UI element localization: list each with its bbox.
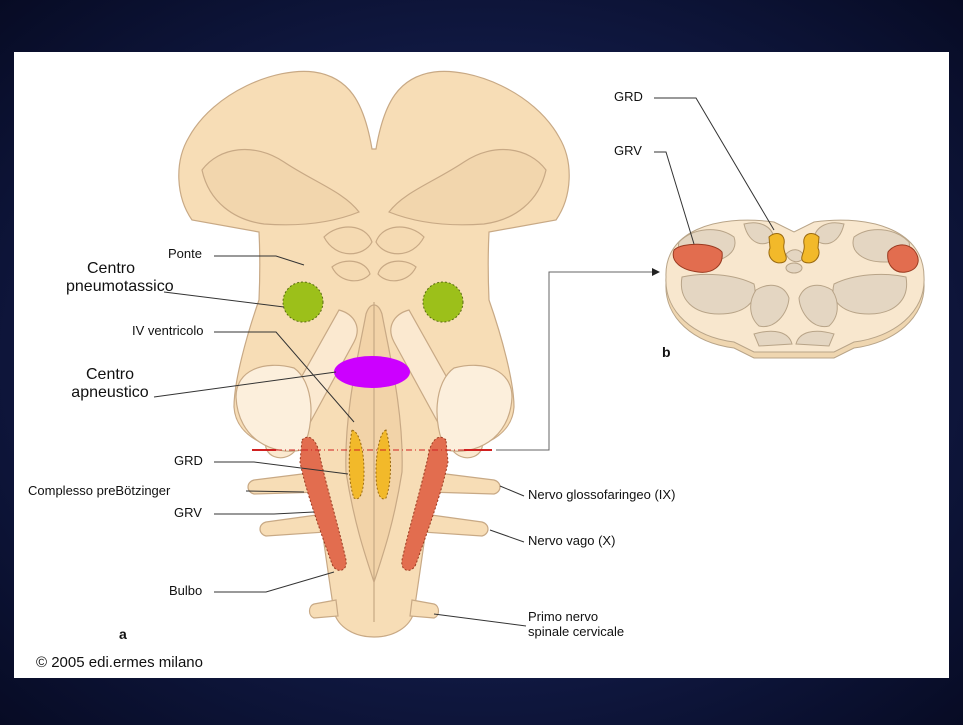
copyright-text: © 2005 edi.ermes milano xyxy=(36,654,203,671)
label-nervo-vago: Nervo vago (X) xyxy=(528,534,615,549)
inset-label-grv: GRV xyxy=(614,144,642,159)
label-centro-apneustico: Centro apneustico xyxy=(60,366,160,403)
label-centro-apneustico-line1: Centro xyxy=(60,366,160,384)
panel-label-b: b xyxy=(662,344,671,360)
label-centro-pneumotassico-line2: pneumotassico xyxy=(66,278,156,296)
cross-section xyxy=(666,220,924,358)
label-centro-pneumotassico: Centro pneumotassico xyxy=(66,260,156,297)
inset-grv-right xyxy=(888,245,918,272)
inset-grd-left xyxy=(769,233,786,262)
figure-panel: Ponte Centro pneumotassico IV ventricolo… xyxy=(14,52,949,678)
label-centro-pneumotassico-line1: Centro xyxy=(66,260,156,278)
inset-grd-right xyxy=(802,233,819,262)
label-complesso-prebotzinger: Complesso preBötzinger xyxy=(28,484,170,499)
peduncle-lobe-right xyxy=(437,365,512,451)
label-centro-apneustico-line2: apneustico xyxy=(60,384,160,402)
label-primo-nervo-line1: Primo nervo xyxy=(528,610,624,625)
label-ponte: Ponte xyxy=(168,247,202,262)
nerve-spinal-left xyxy=(310,600,339,618)
apneustic-center xyxy=(334,356,410,388)
pneumotaxic-center-left xyxy=(283,282,323,322)
label-grv: GRV xyxy=(174,506,202,521)
inset-label-grd: GRD xyxy=(614,90,643,105)
label-primo-nervo-line2: spinale cervicale xyxy=(528,625,624,640)
peduncle-lobe-left xyxy=(236,365,311,451)
brainstem-diagram xyxy=(14,52,949,678)
pneumotaxic-center-right xyxy=(423,282,463,322)
label-nervo-glossofaringeo: Nervo glossofaringeo (IX) xyxy=(528,488,675,503)
panel-label-a: a xyxy=(119,626,127,642)
label-primo-nervo: Primo nervo spinale cervicale xyxy=(528,610,624,640)
label-iv-ventricolo: IV ventricolo xyxy=(132,324,204,339)
label-bulbo: Bulbo xyxy=(169,584,202,599)
nerve-spinal-right xyxy=(410,600,439,618)
label-grd: GRD xyxy=(174,454,203,469)
